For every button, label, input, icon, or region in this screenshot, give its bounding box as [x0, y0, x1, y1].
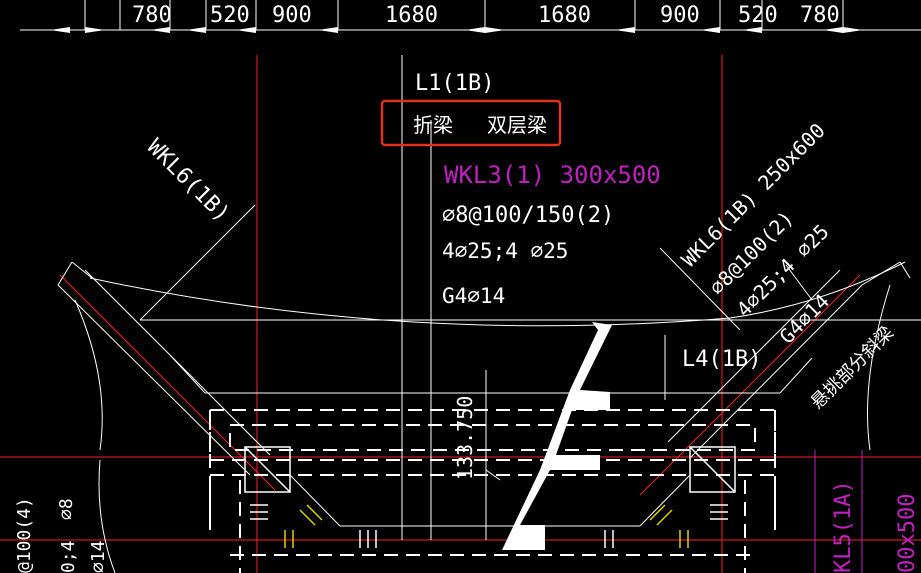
right-note: 悬挑部分斜梁 [807, 322, 898, 413]
rebar-ticks-yellow [284, 504, 689, 548]
dimension-1: 780 [132, 3, 172, 28]
wkl6-left-label: WKL6(1B) [142, 135, 235, 228]
kl5-beam-band [814, 450, 863, 573]
elevation-label: 133.750 [453, 396, 477, 480]
wkl3-rebar: 4⌀25;4 ⌀25 [442, 239, 568, 263]
wkl6-right-g: G4⌀14 [775, 289, 835, 349]
l4-label: L4(1B) [682, 347, 761, 372]
dimension-7: 520 [738, 3, 778, 28]
left-edge-3: 0;4 [58, 540, 79, 573]
dimension-8: 780 [800, 3, 840, 28]
dimension-5: 1680 [538, 3, 591, 28]
dimension-2: 520 [210, 3, 250, 28]
axis-lines [0, 55, 921, 573]
highlight-text-fold-beam: 折梁 [413, 113, 453, 137]
dimension-6: 900 [660, 3, 700, 28]
stair-symbol [502, 322, 612, 550]
left-edge-2: ⌀8 [56, 498, 77, 520]
dimension-texts: 780 520 900 1680 1680 900 520 780 [132, 3, 840, 28]
dimension-arrows [50, 27, 863, 33]
right-edge-partial: 00x500 [895, 494, 920, 573]
kl5-label: KL5(1A) [831, 480, 856, 573]
highlight-text-double-beam: 双层梁 [487, 113, 547, 137]
dimension-3: 900 [272, 3, 312, 28]
wkl3-stirrup: ⌀8@100/150(2) [442, 203, 614, 228]
columns [244, 446, 736, 493]
wkl3-g: G4⌀14 [442, 284, 505, 308]
dashed-frames [209, 409, 776, 573]
wkl3-title: WKL3(1) 300x500 [444, 161, 661, 189]
rebar-ticks-white [250, 504, 728, 548]
left-edge-1: @100(4) [14, 497, 35, 573]
left-edge-4: ⌀14 [88, 540, 109, 573]
dimension-4: 1680 [385, 3, 438, 28]
highlight-box[interactable] [380, 99, 562, 147]
l1-label: L1(1B) [415, 71, 494, 96]
